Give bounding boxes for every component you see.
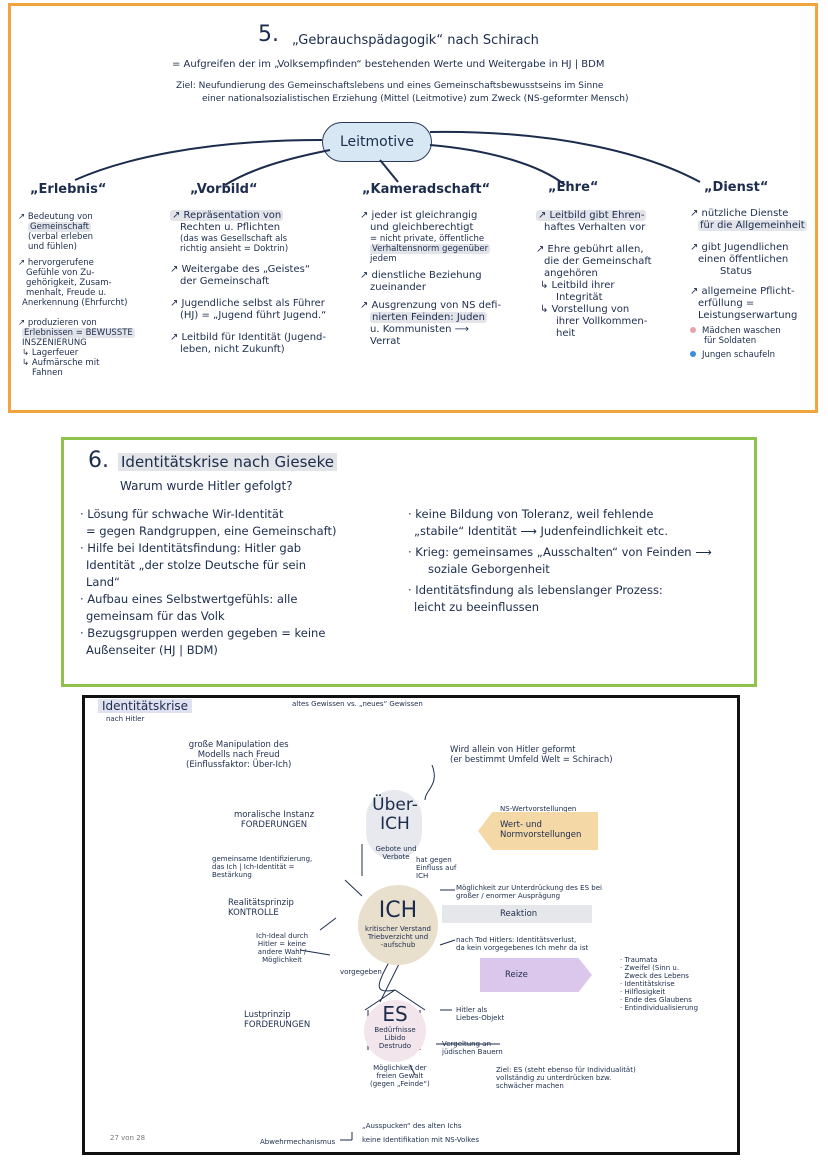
defense-note-1: „Ausspucken“ des alten Ichs (362, 1122, 462, 1130)
vorbild-heading: „Vorbild“ (190, 182, 258, 197)
section-5-frame (8, 3, 818, 413)
defense-note-2: keine Identifikation mit NS-Volkes (362, 1136, 479, 1144)
section-5-title: „Gebrauchspädagogik“ nach Schirach (292, 33, 539, 48)
ehre-text: ↗ Leitbild gibt Ehren-haftes Verhalten v… (536, 210, 652, 339)
section-5-goal-line1: Ziel: Neufundierung des Gemeinschaftsleb… (176, 81, 604, 91)
identitaetskrise-tag: Identitätskrise (98, 699, 193, 713)
influence-note: hat gegen Einfluss auf ICH (416, 856, 457, 880)
ich-label: ICH (378, 898, 418, 923)
blue-dot-icon (690, 351, 696, 357)
reality-principle-label: Realitätsprinzip KONTROLLE (228, 898, 294, 918)
section-5-number: 5. (258, 22, 279, 47)
death-hitler-note: nach Tod Hitlers: Identitätsverlust, da … (456, 936, 589, 952)
freud-manipulation-note: große Manipulation des Modells nach Freu… (186, 740, 292, 770)
section-5-definition: = Aufgreifen der im „Volksempfinden“ bes… (172, 59, 605, 70)
es-sublabel: Bedürfnisse Libido Destrudo (374, 1026, 416, 1050)
leitmotive-cloud: Leitmotive (322, 122, 432, 162)
es-goal-note: Ziel: ES (steht ebenso für Individualitä… (496, 1066, 636, 1090)
violence-note: Möglichkeit der freien Gewalt (gegen „Fe… (370, 1064, 430, 1088)
predefined-label: vorgegeben (340, 968, 382, 976)
es-label: ES (382, 1002, 408, 1026)
pleasure-principle-label: Lustprinzip FORDERUNGEN (244, 1010, 311, 1030)
purple-arrow-shape (480, 958, 592, 992)
common-identification-note: gemeinsame Identifizierung, das Ich | Ic… (212, 855, 313, 879)
ich-ideal-note: Ich-Ideal durch Hitler = keine andere Wa… (256, 932, 309, 964)
ueber-ich-sublabel: Gebote und Verbote (375, 845, 417, 861)
orange-arrow-shape (478, 812, 598, 850)
dienst-heading: „Dienst“ (704, 180, 769, 195)
section-6-right-list: · keine Bildung von Toleranz, weil fehle… (408, 507, 712, 614)
ich-circle (358, 885, 438, 965)
section-5-goal-line2: einer nationalsozialistischen Erziehung … (202, 94, 629, 104)
hitler-love-object: Hitler als Liebes-Objekt (456, 1006, 505, 1022)
retaliation-note: Vergeltung an jüdischen Bauern (442, 1040, 503, 1056)
section-6-left-list: · Lösung für schwache Wir-Identität= geg… (80, 507, 337, 657)
pink-dot-icon (690, 327, 696, 333)
freud-diagram-frame (82, 695, 740, 1155)
ueber-ich-label: Über- ICH (372, 795, 418, 834)
ich-sublabel: kritischer Verstand Triebverzicht und -a… (365, 925, 431, 949)
top-note: altes Gewissen vs. „neues“ Gewissen (292, 700, 423, 708)
hitler-forms-note: Wird allein von Hitler geformt (er besti… (450, 745, 613, 765)
values-norms-label: Wert- und Normvorstellungen (500, 820, 582, 840)
section-6-title: Identitätskrise nach Gieseke (118, 453, 337, 471)
page-number: 27 von 28 (110, 1134, 146, 1142)
es-circle (364, 1000, 426, 1062)
reaction-band (442, 905, 592, 923)
reaction-label: Reaktion (500, 909, 538, 919)
ns-values-label: NS-Wertvorstellungen (500, 805, 577, 813)
suppression-note: Möglichkeit zur Unterdrückung des ES bei… (456, 884, 602, 900)
section-6-frame (61, 437, 757, 687)
moral-instance-label: moralische Instanz FORDERUNGEN (234, 810, 315, 830)
section-6-number: 6. (88, 448, 109, 473)
identitaetskrise-subtag: nach Hitler (106, 715, 145, 723)
kameradschaft-heading: „Kameradschaft“ (362, 182, 491, 197)
stimuli-label: Reize (505, 970, 528, 980)
leitmotive-label: Leitmotive (339, 134, 415, 150)
ueber-ich-circle (366, 790, 422, 860)
ehre-heading: „Ehre“ (548, 180, 599, 195)
trauma-list: · Traumata · Zweifel (Sinn u. Zweck des … (620, 956, 699, 1012)
defense-mechanism-label: Abwehrmechanismus (260, 1138, 336, 1146)
section-6-question: Warum wurde Hitler gefolgt? (120, 479, 293, 493)
erlebnis-heading: „Erlebnis“ (30, 182, 107, 197)
